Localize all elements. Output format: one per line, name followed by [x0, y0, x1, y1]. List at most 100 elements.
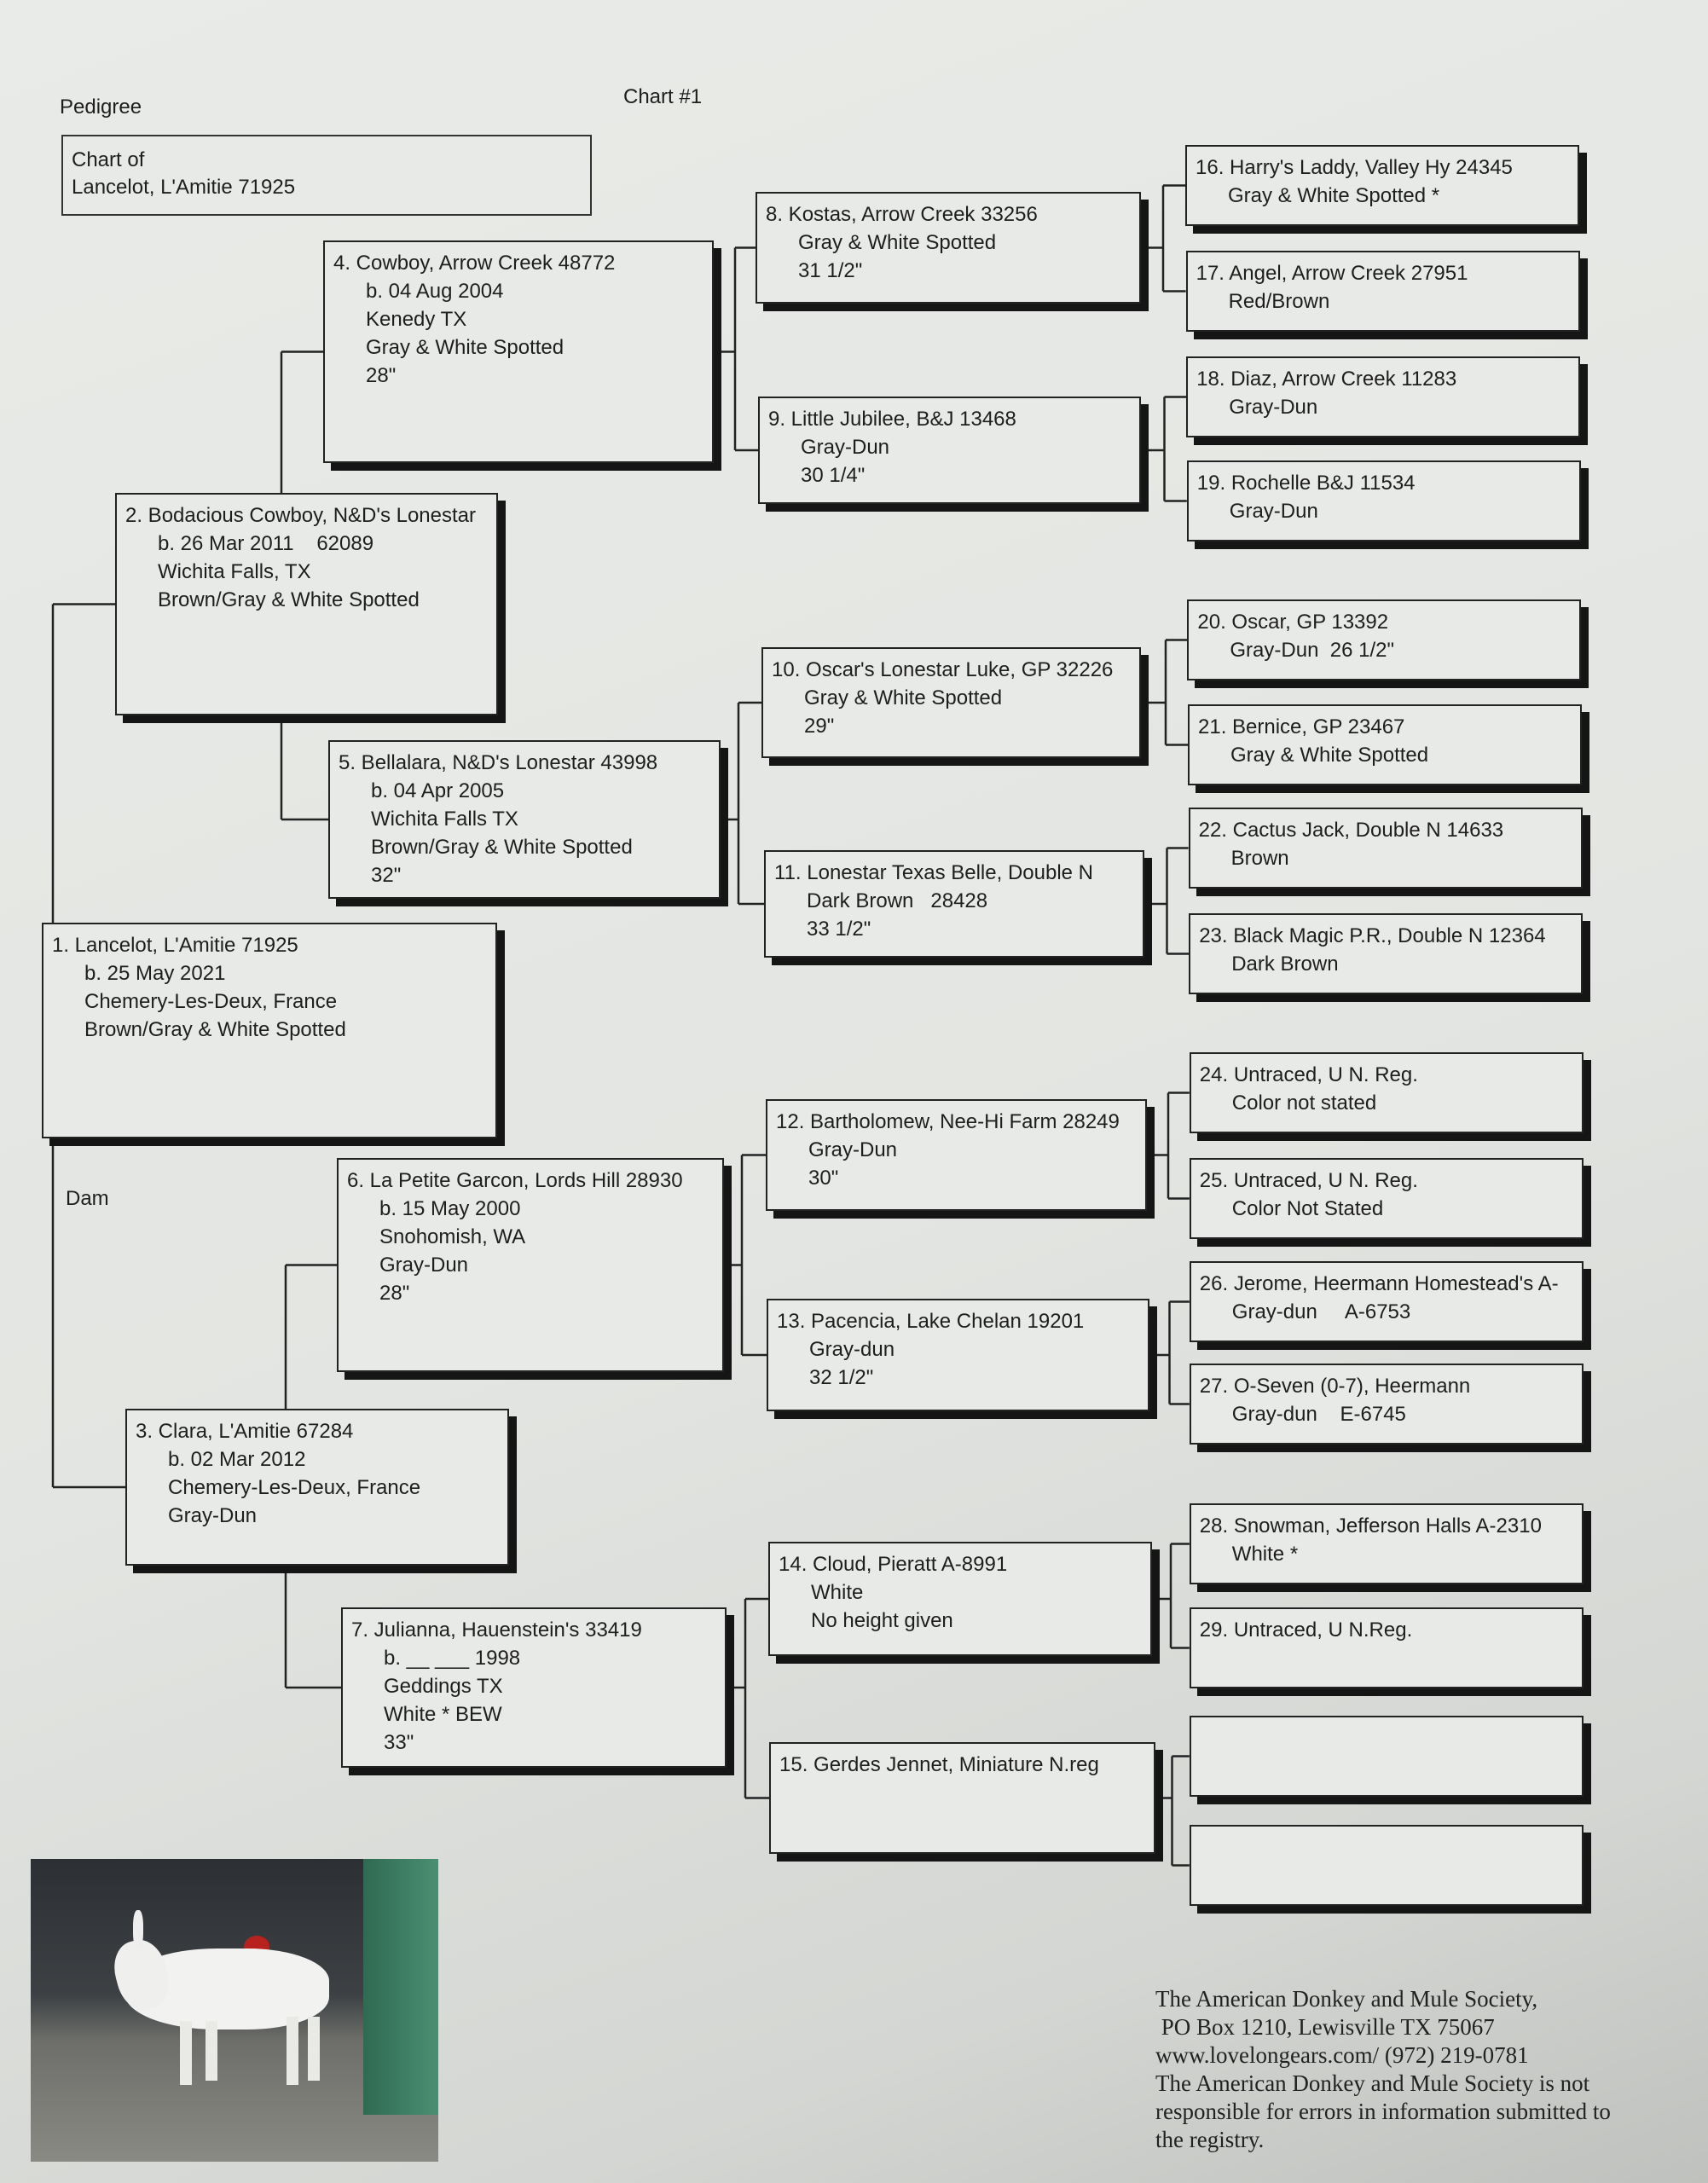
chart-of-label: Chart of	[72, 148, 145, 171]
pedigree-box-25: 25. Untraced, U N. Reg. Color Not Stated	[1189, 1158, 1584, 1239]
chart-number: Chart #1	[623, 85, 703, 108]
animal-detail: 32"	[371, 864, 402, 887]
animal-detail: Gray-Dun 26 1/2"	[1230, 639, 1394, 662]
animal-name: 9. Little Jubilee, B&J 13468	[768, 408, 1016, 431]
animal-detail: 32 1/2"	[809, 1366, 874, 1389]
donkey-leg	[287, 2017, 298, 2085]
pedigree-box-24: 24. Untraced, U N. Reg.Color not stated	[1189, 1052, 1584, 1133]
animal-detail: Chemery-Les-Deux, France	[84, 990, 338, 1013]
animal-name: 2. Bodacious Cowboy, N&D's Lonestar	[125, 504, 477, 527]
connector-line	[1163, 1755, 1190, 1867]
animal-detail: 30"	[808, 1167, 839, 1190]
donkey-ear	[133, 1910, 143, 1948]
animal-name: 1. Lancelot, L'Amitie 71925	[52, 934, 298, 957]
footer-line: The American Donkey and Mule Society,	[1155, 1986, 1538, 2012]
animal-detail: Red/Brown	[1228, 290, 1330, 313]
animal-detail: Gray & White Spotted	[804, 686, 1003, 709]
animal-detail: Brown/Gray & White Spotted	[371, 836, 633, 859]
animal-detail: b. 04 Aug 2004	[366, 280, 504, 303]
animal-detail: b. 15 May 2000	[379, 1197, 521, 1220]
pedigree-box-7: 7. Julianna, Hauenstein's 33419 b. __ ___…	[341, 1607, 727, 1768]
animal-name: 14. Cloud, Pieratt A-8991	[779, 1553, 1008, 1576]
animal-detail: Gray-Dun	[808, 1138, 898, 1161]
animal-detail: Gray & White Spotted	[366, 336, 565, 359]
pedigree-box-6: 6. La Petite Garcon, Lords Hill 28930 b. …	[337, 1158, 724, 1372]
animal-detail: Gray & White Spotted *	[1228, 184, 1440, 207]
animal-detail: 28"	[366, 364, 397, 387]
society-footer: The American Donkey and Mule Society, PO…	[1155, 1985, 1611, 2154]
animal-detail: Brown/Gray & White Spotted	[84, 1018, 346, 1041]
animal-name: 24. Untraced, U N. Reg.	[1199, 1063, 1418, 1086]
animal-detail: Wichita Falls, TX	[158, 560, 311, 583]
animal-name: 27. O-Seven (0-7), Heermann	[1199, 1375, 1471, 1398]
animal-detail: White *	[1231, 1543, 1299, 1566]
animal-name: 11. Lonestar Texas Belle, Double N	[774, 861, 1094, 884]
animal-detail: Gray-Dun	[1229, 500, 1318, 523]
animal-detail: Wichita Falls TX	[371, 808, 518, 831]
animal-name: 16. Harry's Laddy, Valley Hy 24345	[1196, 156, 1513, 179]
connector-line	[1155, 1092, 1190, 1200]
animal-name: 21. Bernice, GP 23467	[1198, 715, 1405, 738]
donkey-leg	[180, 2021, 192, 2085]
animal-name: 23. Black Magic P.R., Double N 12364	[1199, 924, 1546, 947]
animal-detail: No height given	[811, 1609, 953, 1632]
footer-line: responsible for errors in information su…	[1155, 2099, 1611, 2124]
pedigree-box-31	[1189, 1825, 1584, 1906]
connector-line	[1149, 639, 1188, 746]
animal-detail: 33"	[384, 1731, 414, 1754]
animal-detail: 29"	[804, 715, 835, 738]
animal-name: 18. Diaz, Arrow Creek 11283	[1196, 368, 1457, 391]
animal-detail: b. __ ___ 1998	[384, 1647, 521, 1670]
footer-line: PO Box 1210, Lewisville TX 75067	[1155, 2014, 1495, 2040]
connector-line	[1157, 1300, 1190, 1405]
animal-name: 10. Oscar's Lonestar Luke, GP 32226	[772, 658, 1114, 681]
animal-detail: b. 04 Apr 2005	[371, 779, 505, 802]
pedigree-box-26: 26. Jerome, Heermann Homestead's A-Gray-…	[1189, 1261, 1584, 1342]
animal-name: 19. Rochelle B&J 11534	[1196, 472, 1416, 495]
footer-link[interactable]: www.lovelongears.com/ (972) 219-0781	[1155, 2042, 1529, 2068]
animal-detail: Kenedy TX	[366, 308, 467, 331]
animal-detail: 33 1/2"	[807, 918, 871, 941]
animal-detail: Gray-dun E-6745	[1231, 1403, 1406, 1426]
animal-name: 12. Bartholomew, Nee-Hi Farm 28249	[776, 1110, 1120, 1133]
animal-name: 8. Kostas, Arrow Creek 33256	[766, 203, 1038, 226]
pedigree-box-4: 4. Cowboy, Arrow Creek 48772 b. 04 Aug 20…	[323, 240, 714, 463]
animal-name: 4. Cowboy, Arrow Creek 48772	[333, 252, 616, 275]
animal-detail: 30 1/4"	[801, 464, 866, 487]
connector-line	[1160, 1543, 1190, 1649]
animal-detail: b. 26 Mar 2011 62089	[158, 532, 374, 555]
animal-detail: White * BEW	[384, 1703, 502, 1726]
animal-name: 6. La Petite Garcon, Lords Hill 28930	[347, 1169, 683, 1192]
animal-name: 7. Julianna, Hauenstein's 33419	[351, 1618, 642, 1642]
animal-detail: Color Not Stated	[1231, 1197, 1384, 1220]
connector-line	[721, 246, 758, 452]
animal-detail: White	[811, 1581, 864, 1604]
animal-name: 17. Angel, Arrow Creek 27951	[1196, 262, 1468, 285]
pedigree-box-2: 2. Bodacious Cowboy, N&D's Lonestar b. 26…	[115, 493, 498, 715]
animal-detail: Dark Brown 28428	[807, 889, 988, 912]
animal-name: 25. Untraced, U N. Reg.	[1199, 1169, 1418, 1192]
dam-label: Dam	[66, 1187, 109, 1210]
pedigree-box-29: 29. Untraced, U N.Reg.	[1189, 1607, 1584, 1688]
pedigree-box-11: 11. Lonestar Texas Belle, Double N Dark B…	[764, 850, 1144, 958]
animal-detail: 31 1/2"	[798, 259, 863, 282]
animal-name: 15. Gerdes Jennet, Miniature N.reg	[779, 1753, 1099, 1776]
pedigree-box-30	[1189, 1716, 1584, 1797]
pedigree-box-15: 15. Gerdes Jennet, Miniature N.reg	[769, 1742, 1155, 1854]
animal-detail: Brown	[1230, 847, 1289, 870]
animal-detail: Gray-Dun	[801, 436, 890, 459]
donkey-photo	[31, 1859, 438, 2162]
